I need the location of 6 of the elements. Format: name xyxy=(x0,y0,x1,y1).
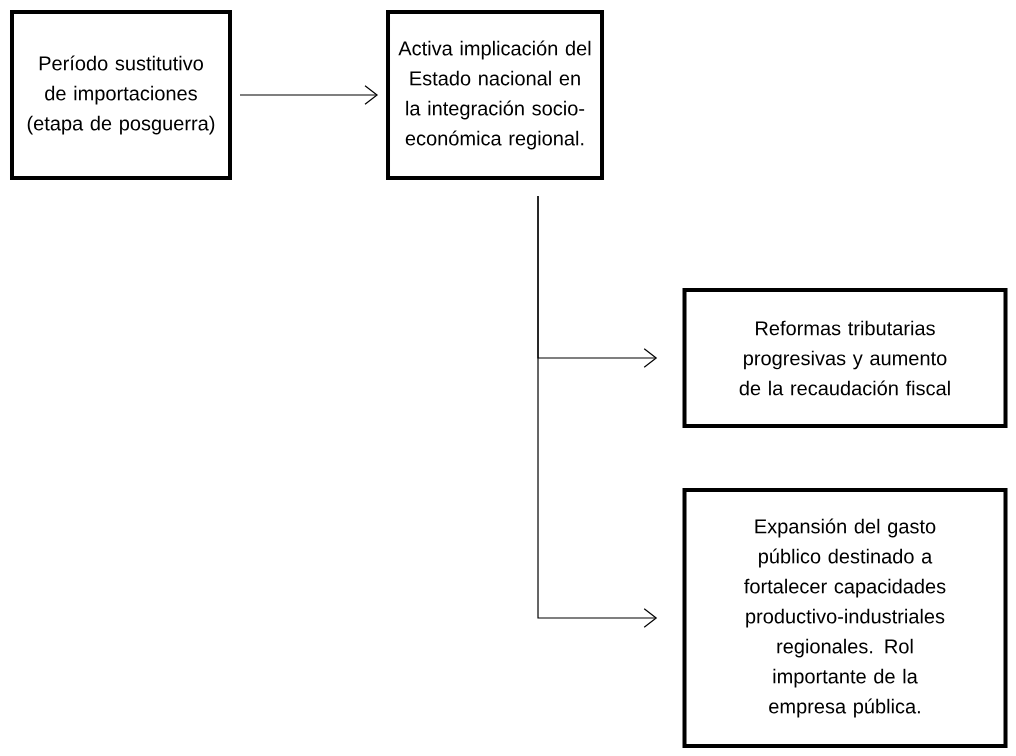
text-box: Expansión del gasto público destinado a fortalecer capacidades productivo-industriales regionales. Rol importante de la empresa pública. xyxy=(682,488,1008,748)
text-box: Período sustitutivo de importaciones (etapa de posguerra) xyxy=(10,10,232,180)
arrow xyxy=(537,195,658,628)
text-box: Activa implicación del Estado nacional en la integración socio-económica regional. xyxy=(386,10,604,180)
text-box: Reformas tributarias progresivas y aumento de la recaudación fiscal xyxy=(682,288,1008,428)
arrow xyxy=(239,85,378,105)
